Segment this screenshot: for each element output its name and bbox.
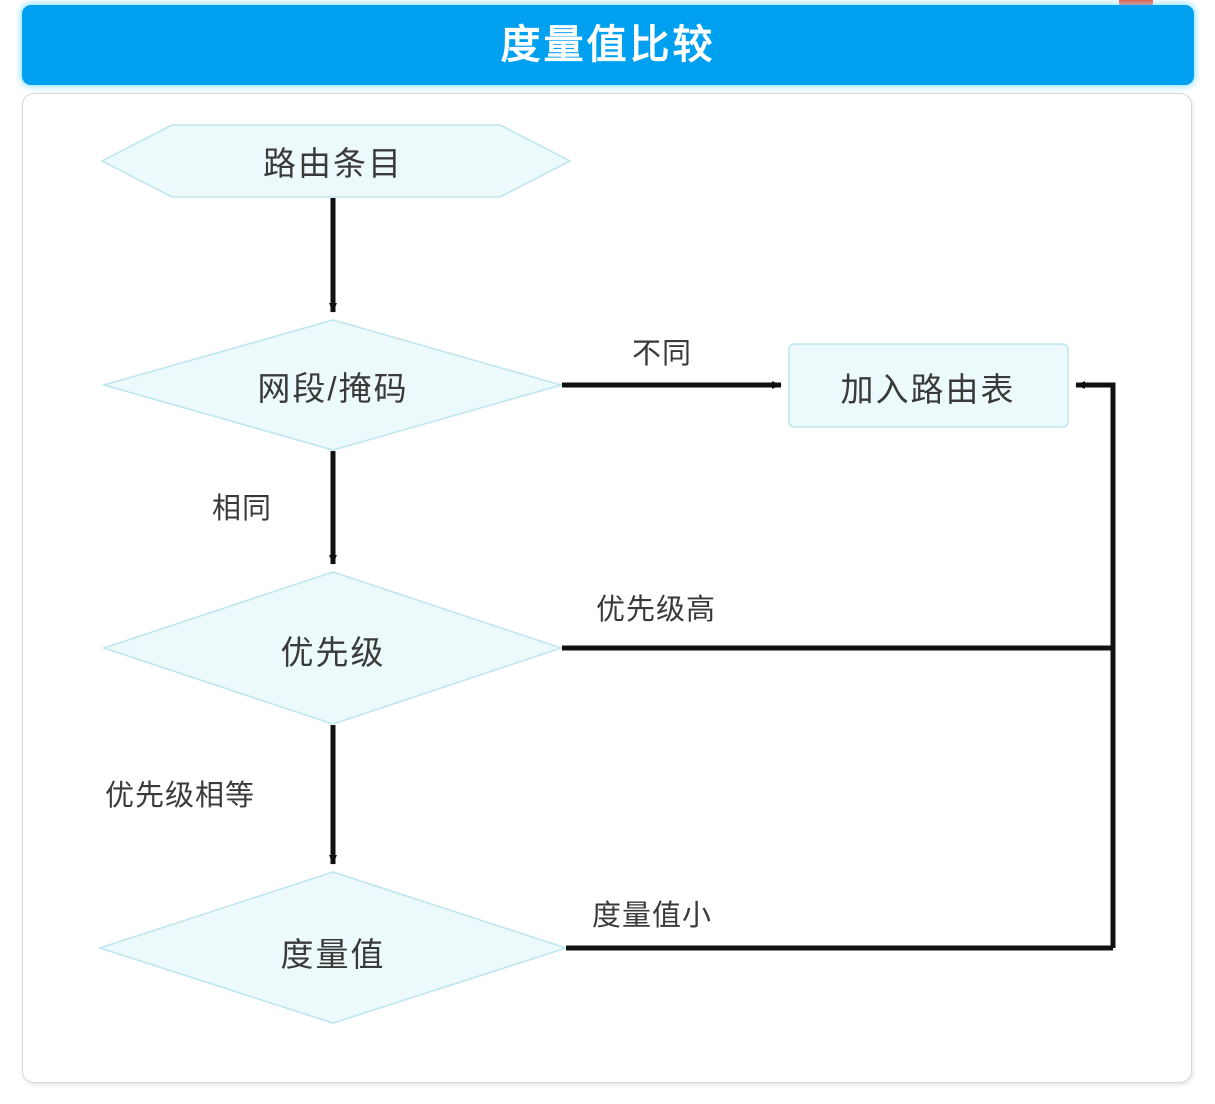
edge-return-trunk-to-add-to-table [1075, 381, 1116, 948]
node-network-mask[interactable] [101, 319, 564, 451]
page-title: 度量值比较 [500, 23, 716, 67]
node-priority[interactable] [101, 571, 564, 725]
node-route-entry[interactable] [100, 124, 572, 198]
node-add-to-table[interactable] [788, 343, 1069, 428]
red-tab-marker-icon [1119, 0, 1153, 8]
page-title-bar: 度量值比较 [22, 5, 1194, 85]
node-metric[interactable] [97, 871, 569, 1024]
